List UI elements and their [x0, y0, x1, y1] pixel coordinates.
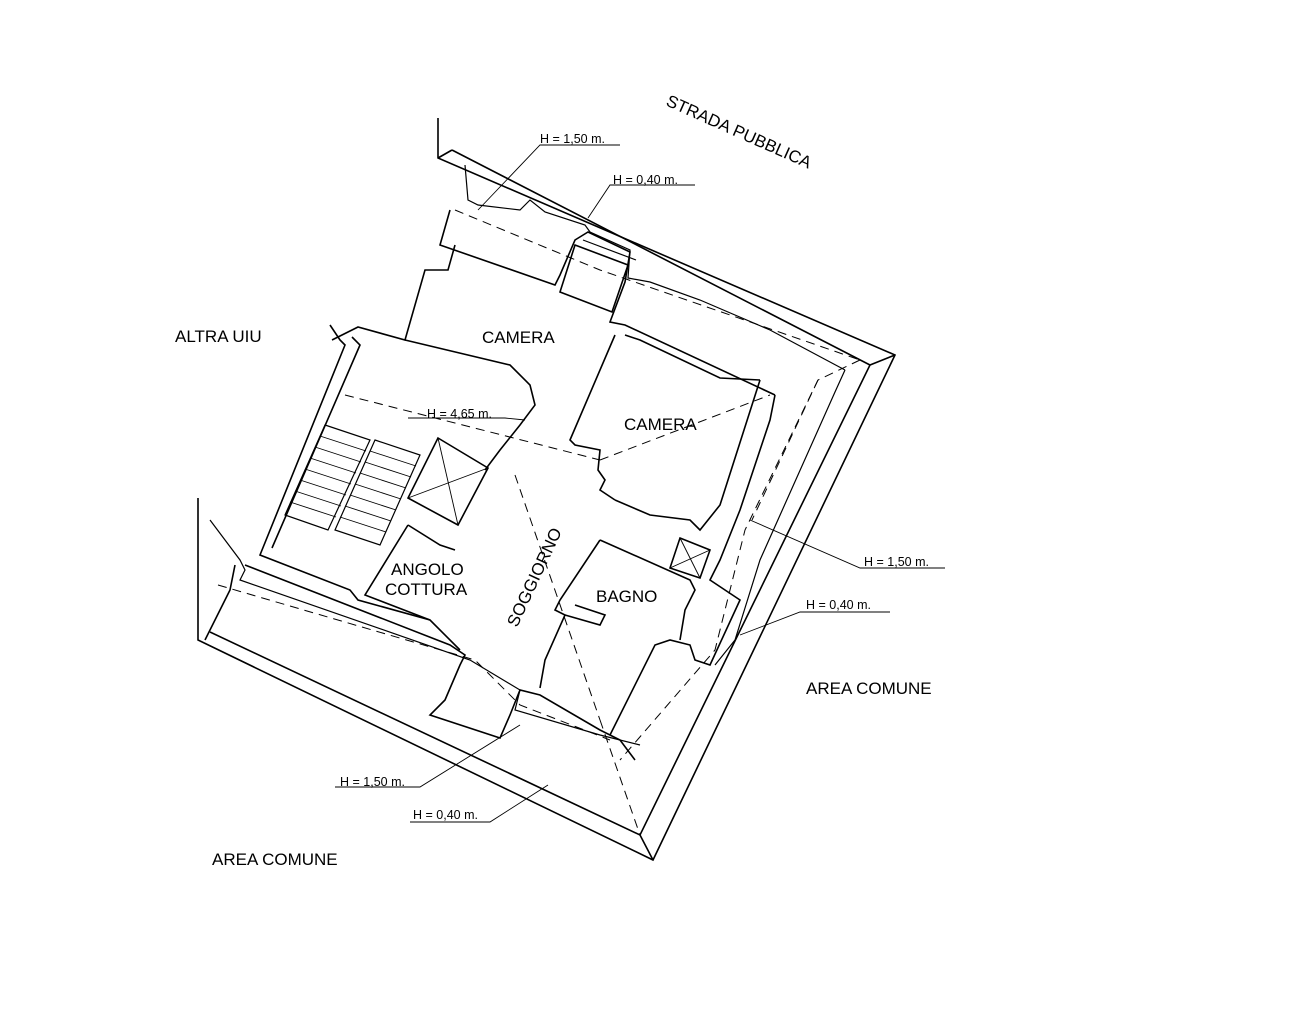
height-label-right-parapet: H = 1,50 m.: [864, 555, 929, 569]
label-strada-pubblica: STRADA PUBBLICA: [663, 91, 815, 172]
height-label-center-ridge: H = 4,65 m.: [427, 407, 492, 421]
room-label-camera-2: CAMERA: [624, 415, 697, 434]
height-label-bottom-parapet: H = 1,50 m.: [340, 775, 405, 789]
staircase: [284, 424, 421, 546]
height-label-right-gutter: H = 0,40 m.: [806, 598, 871, 612]
room-label-soggiorno: SOGGIORNO: [503, 525, 565, 630]
room-label-bagno: BAGNO: [596, 587, 657, 606]
room-label-camera-1: CAMERA: [482, 328, 555, 347]
height-label-top-gutter: H = 0,40 m.: [613, 173, 678, 187]
outer-perimeter: [197, 118, 897, 862]
height-leaders: [335, 144, 945, 823]
label-area-comune-right: AREA COMUNE: [806, 679, 932, 698]
height-label-top-parapet: H = 1,50 m.: [540, 132, 605, 146]
room-label-angolo-cottura-line1: ANGOLO: [391, 560, 464, 579]
label-altra-uiu: ALTRA UIU: [175, 327, 262, 346]
interior-walls: [204, 209, 776, 761]
roof-dashed-lines: [217, 209, 861, 836]
room-label-angolo-cottura-line2: COTTURA: [385, 580, 468, 599]
label-area-comune-bottom: AREA COMUNE: [212, 850, 338, 869]
height-label-bottom-gutter: H = 0,40 m.: [413, 808, 478, 822]
